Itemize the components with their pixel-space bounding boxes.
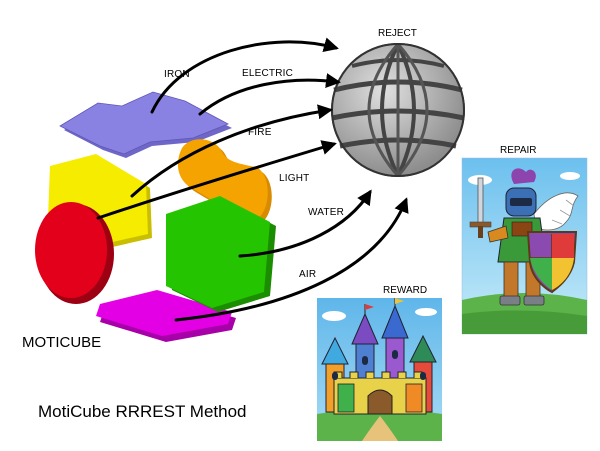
diagram-title: MotiCube RRREST Method [38, 402, 247, 421]
green-face [166, 196, 276, 312]
arrows [96, 37, 409, 322]
arrow-electric [198, 73, 341, 116]
moticube-label: MOTICUBE [22, 334, 101, 351]
red-face [35, 202, 114, 304]
moticube [35, 91, 276, 342]
label-fire: FIRE [248, 127, 272, 138]
arrow-light [96, 140, 337, 220]
knight-icon [469, 168, 579, 306]
magenta-face [96, 290, 236, 342]
reject-sphere [331, 43, 465, 177]
arrow-water [238, 189, 372, 258]
repair-picture [461, 157, 588, 335]
castle-icon [321, 298, 437, 415]
orange-face [177, 139, 272, 228]
label-water: WATER [308, 207, 344, 218]
label-iron: IRON [164, 69, 190, 80]
arrow-labels: IRON ELECTRIC FIRE LIGHT WATER AIR [164, 68, 344, 280]
label-reject: REJECT [378, 28, 417, 39]
cage-sphere-icon [331, 43, 465, 177]
label-electric: ELECTRIC [242, 68, 293, 79]
arrow-iron [150, 37, 339, 114]
label-light: LIGHT [279, 173, 309, 184]
label-reward: REWARD [383, 285, 427, 296]
label-air: AIR [299, 269, 316, 280]
arrow-air [174, 197, 409, 322]
arrow-fire [130, 104, 333, 198]
reward-picture [317, 298, 442, 441]
label-repair: REPAIR [500, 145, 537, 156]
